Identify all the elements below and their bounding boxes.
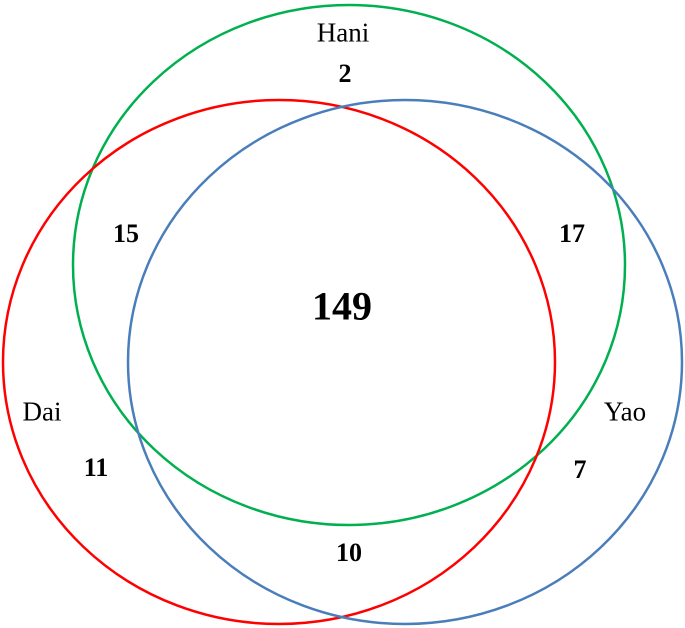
yao-label: Yao	[603, 396, 647, 427]
hani-label: Hani	[316, 17, 370, 48]
yao-circle	[126, 98, 684, 626]
dai-yao-count: 10	[336, 538, 362, 567]
hani-only-count: 2	[338, 59, 352, 88]
dai-only-count: 11	[83, 453, 109, 482]
all-three-count: 149	[312, 283, 372, 329]
hani-yao-count: 17	[559, 219, 585, 248]
hani-circle	[71, 3, 627, 527]
dai-label: Dai	[22, 396, 62, 427]
hani-dai-count: 15	[113, 219, 139, 248]
dai-circle	[1, 98, 557, 626]
yao-only-count: 7	[573, 455, 587, 484]
